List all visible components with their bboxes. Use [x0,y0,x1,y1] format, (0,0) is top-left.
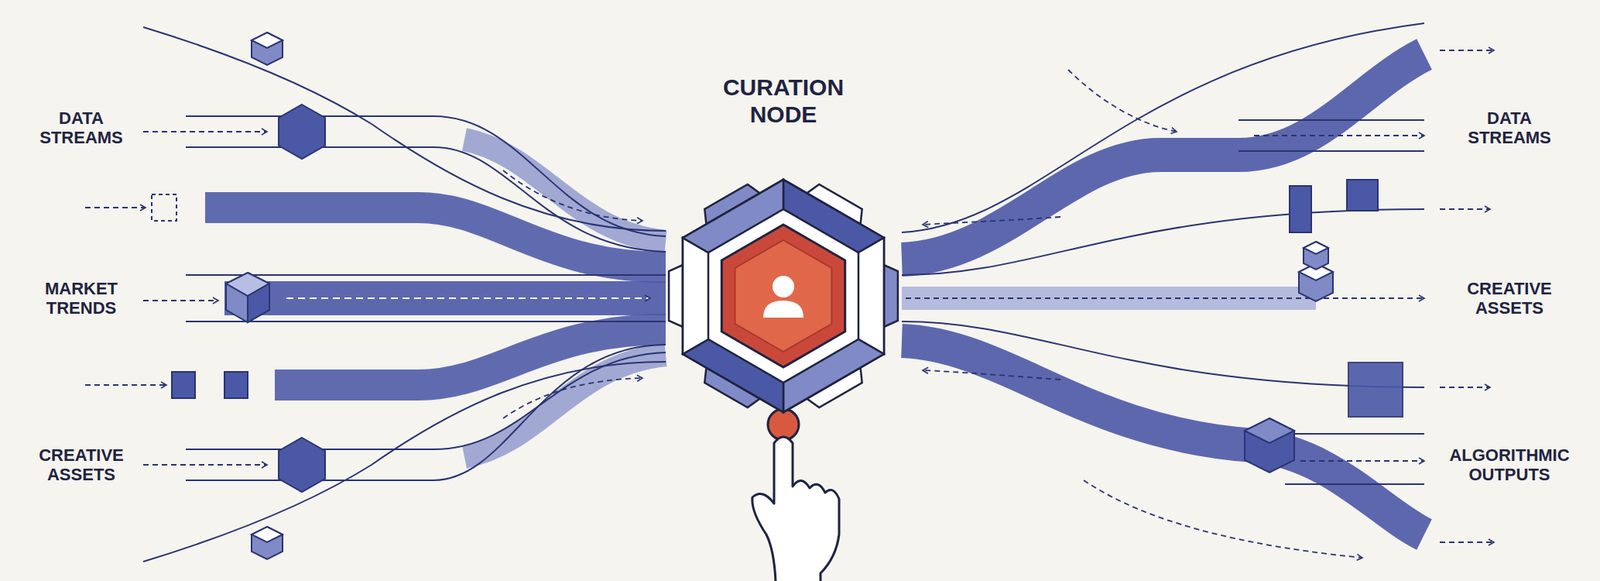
stream-label: DATA STREAMS [1464,106,1555,150]
stream-shape [251,32,283,66]
stream-shape [1300,459,1425,462]
stream-shape [922,370,1061,380]
stream-shape [1348,362,1403,417]
stream-shape [1303,241,1329,270]
stream-shape [1439,208,1491,210]
stream-shape [171,371,196,398]
stream-shape [1083,479,1363,558]
stream-shape [1238,150,1425,152]
stream-label: MARKET TRENDS [41,277,121,320]
stream-shape [1253,134,1425,137]
stream-shape [1244,417,1295,473]
stream-label: ALGORITHMIC OUTPUTS [1445,443,1573,487]
stream-shape [901,54,1425,260]
stream-shape [1303,241,1329,254]
stream-shape [247,283,270,323]
stream-shape [905,50,1494,558]
stream-shape [752,436,840,581]
stream-shape [1284,432,1425,435]
stream-shape [85,206,146,209]
stream-label: CREATIVE ASSETS [1463,277,1556,320]
stream-shape [1346,179,1378,211]
stream-shape [905,297,1425,299]
stream-shape [286,297,651,299]
hex-facet [682,237,709,354]
person-head [772,275,795,298]
stream-shape [503,377,643,418]
stream-shape [185,274,666,276]
stream-shape [1439,386,1491,388]
stream-shape [1244,417,1295,443]
stream-shape [151,194,177,221]
stream-shape [901,340,1425,535]
stream-label: DATA STREAMS [36,106,127,150]
stream-shape [922,216,1061,225]
stream-shape [1238,119,1425,121]
stream-shape [278,437,326,492]
stream-shape [503,170,643,221]
stream-shape [226,272,270,323]
person-body [763,300,804,318]
stream-shape [143,463,268,466]
stream-shape [278,104,326,159]
stream-shape [143,361,666,562]
red-hexagon-inner [735,239,833,352]
hex-facet [858,237,884,354]
stream-shape [251,526,283,559]
stream-shape [901,208,1425,275]
stream-shape [901,321,1425,388]
cube-facet [668,264,683,327]
stream-shape [1289,185,1312,233]
hex-outline [682,179,884,412]
stream-label: CREATIVE ASSETS [35,443,127,487]
stream-shape [251,526,283,542]
stream-shape [143,27,666,231]
curation-hexagon: CURATION NODE [651,69,915,434]
stream-shape [143,299,219,302]
stream-shape [1439,49,1494,52]
stream-shape [185,116,666,237]
stream-shape [1284,483,1425,485]
stream-shape [251,32,283,48]
stream-shape [224,280,666,316]
node-heading: CURATION NODE [705,69,861,128]
red-hexagon [721,224,845,367]
stream-shape [185,147,666,252]
stream-shape [185,344,666,480]
stream-shape [143,27,666,562]
stream-shape [85,383,167,386]
cube-facet [883,264,898,327]
stream-shape [901,23,1425,484]
stream-shape [143,130,268,133]
stream-shape [767,408,799,440]
stream-shape [1068,69,1177,132]
stream-shape [185,320,666,323]
stream-shape [1439,541,1494,543]
stream-shape [901,23,1425,233]
stream-shape [224,371,248,398]
